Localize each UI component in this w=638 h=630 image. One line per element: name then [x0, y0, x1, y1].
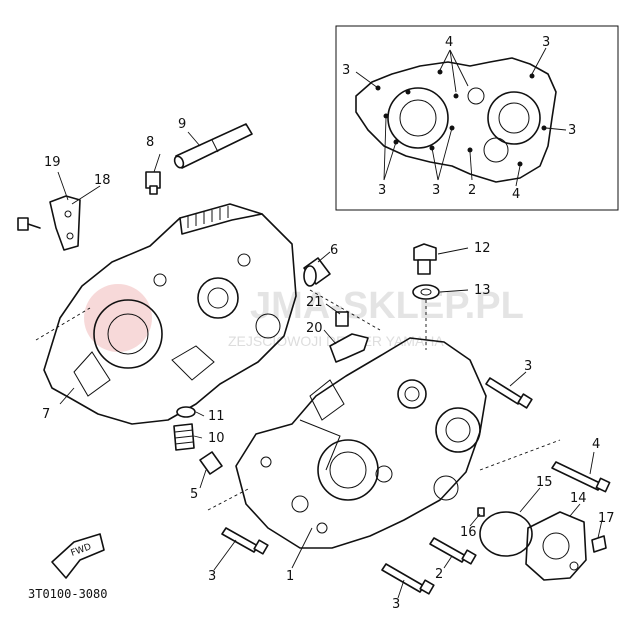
- inset-callout-2: 2: [468, 183, 476, 198]
- part-17-screw: [591, 535, 607, 553]
- inset-callout-3-bottom-left: 3: [378, 183, 386, 198]
- callout-15: 15: [536, 475, 553, 490]
- callout-13: 13: [474, 283, 491, 298]
- inset-bore-right: [487, 91, 541, 145]
- callout-9: 9: [178, 117, 186, 132]
- bolt-2-bottom: [429, 537, 477, 565]
- inset-callout-4-top: 4: [445, 35, 453, 50]
- part-18-bracket: [49, 195, 81, 251]
- watermark-tagline: ZEJŚCIOWOJI DEALER YAMAHA: [228, 332, 444, 349]
- part-21-plug: [335, 311, 349, 327]
- callout-16: 16: [460, 525, 477, 540]
- part-20-bracket: [329, 333, 369, 363]
- callout-7: 7: [42, 407, 50, 422]
- inset-view: 4 3 3 3 3 3 2 4: [335, 25, 619, 211]
- callout-14: 14: [570, 491, 587, 506]
- inset-callout-3-right: 3: [568, 123, 576, 138]
- inset-callout-4-bottom: 4: [512, 187, 520, 202]
- callout-21: 21: [306, 295, 323, 310]
- part-12-drain-plug: [413, 243, 437, 275]
- inset-bore-left: [387, 87, 449, 149]
- callout-6: 6: [330, 243, 338, 258]
- callout-12: 12: [474, 241, 491, 256]
- callout-4: 4: [592, 437, 600, 452]
- inset-leaders: [355, 47, 567, 187]
- callout-3-bottom-left: 3: [208, 569, 216, 584]
- crankcase-right-half: [235, 337, 487, 549]
- bolt-4: [551, 461, 611, 493]
- callout-1: 1: [286, 569, 294, 584]
- callout-10: 10: [208, 431, 225, 446]
- part-5-dowel: [199, 451, 223, 475]
- callout-11: 11: [208, 409, 225, 424]
- part-16-pin: [477, 507, 485, 517]
- bolt-3-bottom-left: [221, 527, 269, 555]
- part-13-washer: [412, 284, 440, 300]
- fwd-arrow: FWD: [51, 533, 105, 579]
- callout-3-bottom: 3: [392, 597, 400, 612]
- callout-20: 20: [306, 321, 323, 336]
- callout-17: 17: [598, 511, 615, 526]
- inset-frame: [335, 25, 619, 211]
- bolt-3-right: [485, 377, 533, 409]
- watermark: JMA-SKLEP.PL ZEJŚCIOWOJI DEALER YAMAHA: [84, 284, 524, 352]
- part-15-o-ring: [479, 511, 533, 557]
- part-19-screw: [17, 217, 41, 231]
- crankcase-left-half: [43, 203, 297, 425]
- part-6-bushing: [303, 257, 331, 287]
- part-11-washer: [176, 406, 196, 418]
- inset-bolt-holes: [375, 69, 547, 167]
- main-leaders: [35, 131, 603, 599]
- part-10-plug: [173, 423, 195, 451]
- callout-2-bottom: 2: [435, 567, 443, 582]
- part-code: 3T0100-3080: [28, 587, 107, 601]
- part-9-tube: [173, 123, 253, 169]
- callout-8: 8: [146, 135, 154, 150]
- bolt-3-bottom: [381, 563, 435, 595]
- inset-callout-3-topright: 3: [542, 35, 550, 50]
- inset-callout-3-left: 3: [342, 63, 350, 78]
- callout-18: 18: [94, 173, 111, 188]
- part-8-fitting: [145, 171, 161, 195]
- callout-3-right: 3: [524, 359, 532, 374]
- part-14-cover: [525, 511, 587, 581]
- callouts: 1 2 2 3 3 3 4 5 6 7 8 9 10 11 12 13 14 1…: [42, 117, 615, 612]
- callout-19: 19: [44, 155, 61, 170]
- inset-callout-3-bottom-mid: 3: [432, 183, 440, 198]
- callout-5: 5: [190, 487, 198, 502]
